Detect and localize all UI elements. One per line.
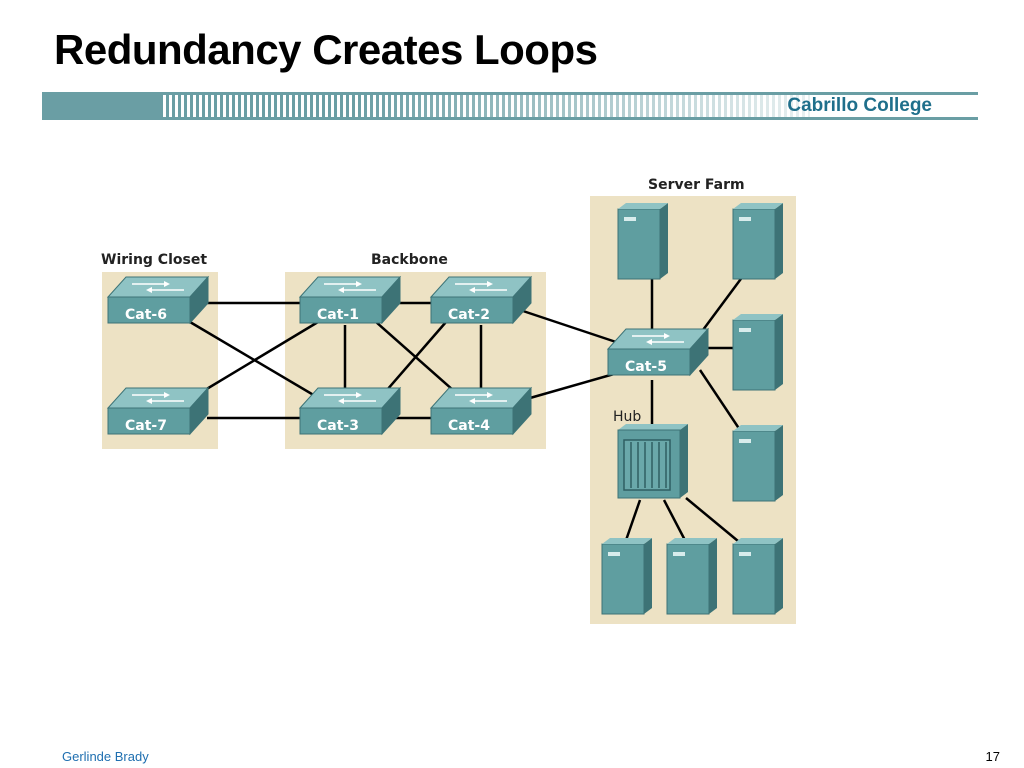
banner-top-line bbox=[160, 92, 978, 95]
switch-cat6: Cat-6 bbox=[107, 276, 209, 324]
server-farm-label: Server Farm bbox=[648, 177, 745, 193]
switch-label: Cat-5 bbox=[625, 359, 667, 375]
server-1 bbox=[617, 202, 669, 280]
switch-cat1: Cat-1 bbox=[299, 276, 401, 324]
hub-label: Hub bbox=[613, 409, 641, 425]
switch-label: Cat-3 bbox=[317, 418, 359, 434]
switch-cat7: Cat-7 bbox=[107, 387, 209, 435]
banner-bottom-line bbox=[160, 117, 978, 120]
switch-label: Cat-1 bbox=[317, 307, 359, 323]
link-cat7-cat1 bbox=[204, 320, 319, 392]
banner-stripes bbox=[160, 92, 810, 120]
banner-solid-block bbox=[42, 92, 160, 120]
wiring-closet-label: Wiring Closet bbox=[101, 252, 207, 268]
switch-cat5: Cat-5 bbox=[607, 328, 709, 376]
link-cat2-cat3 bbox=[379, 321, 447, 399]
switch-cat4: Cat-4 bbox=[430, 387, 532, 435]
link-cat5-server2 bbox=[698, 271, 748, 335]
link-cat2-cat5 bbox=[519, 308, 617, 344]
switch-cat2: Cat-2 bbox=[430, 276, 532, 324]
network-links bbox=[189, 271, 748, 547]
backbone-label: Backbone bbox=[371, 252, 448, 268]
server-7 bbox=[732, 537, 784, 615]
switch-label: Cat-4 bbox=[448, 418, 490, 434]
college-name: Cabrillo College bbox=[787, 95, 932, 116]
link-cat5-server4 bbox=[698, 369, 746, 437]
link-cat4-cat5 bbox=[529, 372, 615, 400]
hub-device bbox=[617, 424, 688, 499]
switch-label: Cat-2 bbox=[448, 307, 490, 323]
server-2 bbox=[732, 202, 784, 280]
link-hub-server7 bbox=[685, 497, 745, 547]
link-cat1-cat4 bbox=[375, 321, 463, 399]
switch-label: Cat-7 bbox=[125, 418, 167, 434]
footer-author: Gerlinde Brady bbox=[62, 749, 149, 764]
link-cat6-cat3 bbox=[189, 320, 323, 402]
switch-cat3: Cat-3 bbox=[299, 387, 401, 435]
switch-label: Cat-6 bbox=[125, 307, 167, 323]
server-4 bbox=[732, 424, 784, 502]
server-3 bbox=[732, 313, 784, 391]
slide-title: Redundancy Creates Loops bbox=[54, 26, 598, 73]
header-banner: Cabrillo College bbox=[42, 92, 978, 124]
server-6 bbox=[666, 537, 718, 615]
server-5 bbox=[601, 537, 653, 615]
page-number: 17 bbox=[985, 749, 1000, 764]
